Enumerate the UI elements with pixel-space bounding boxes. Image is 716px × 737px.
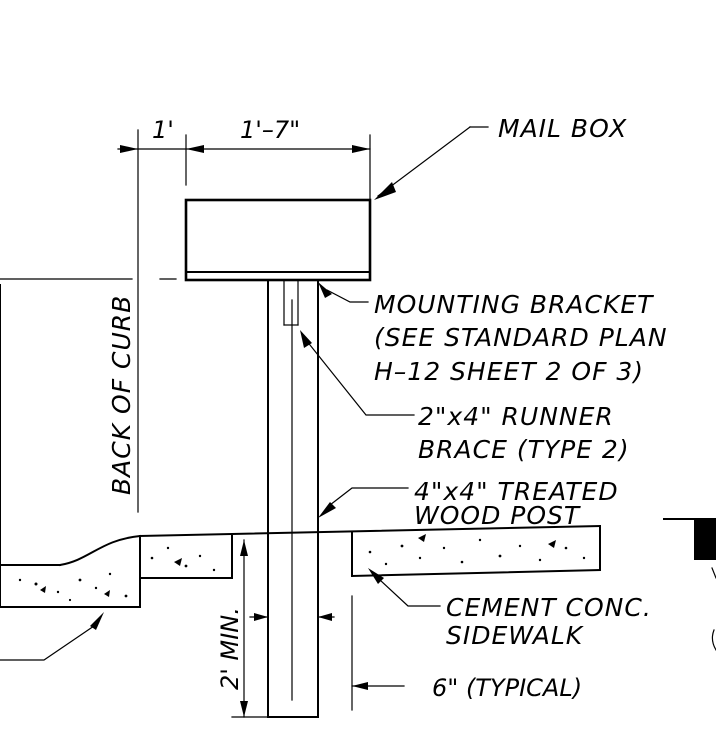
sidewalk-label-1: CEMENT CONC.: [446, 593, 652, 622]
wood-post: [267, 280, 319, 718]
top-dimension: 1' 1'–7": [117, 116, 371, 201]
mounting-bracket-label-2: (SEE STANDARD PLAN: [374, 323, 668, 352]
mounting-bracket-leader: [318, 282, 369, 303]
mail-box-leader: [374, 126, 489, 200]
runner-brace-leader: [300, 330, 415, 416]
runner-brace-label-2: BRACE (TYPE 2): [418, 435, 630, 464]
mounting-bracket-label-3: H–12 SHEET 2 OF 3): [374, 357, 644, 386]
sidewalk-label-2: SIDEWALK: [446, 621, 585, 650]
runner-brace-label-1: 2"x4" RUNNER: [418, 402, 614, 431]
runner-brace: [283, 280, 299, 326]
embed-dimension: [231, 539, 335, 718]
right-edge-fragment: [663, 518, 716, 651]
typical-dim: 6" (TYPICAL): [432, 674, 582, 702]
curb-and-sidewalk: [0, 278, 602, 608]
concrete-stipple: [18, 534, 586, 602]
treated-post-leader: [318, 487, 409, 518]
curb-leader: [0, 612, 104, 661]
back-of-curb-label: BACK OF CURB: [107, 295, 136, 495]
mail-box-label: MAIL BOX: [498, 114, 627, 143]
typical-dimension: [351, 595, 405, 711]
box-depth-dim: 1'–7": [240, 116, 300, 144]
treated-post-label-1: 4"x4" TREATED: [414, 477, 619, 506]
mail-box: [159, 198, 372, 282]
sidewalk-leader: [368, 568, 441, 607]
curb-offset-dim: 1': [152, 116, 174, 144]
treated-post-label-2: WOOD POST: [414, 501, 581, 530]
embed-min-dim: 2' MIN.: [216, 607, 244, 690]
mounting-bracket-label-1: MOUNTING BRACKET: [374, 290, 654, 319]
